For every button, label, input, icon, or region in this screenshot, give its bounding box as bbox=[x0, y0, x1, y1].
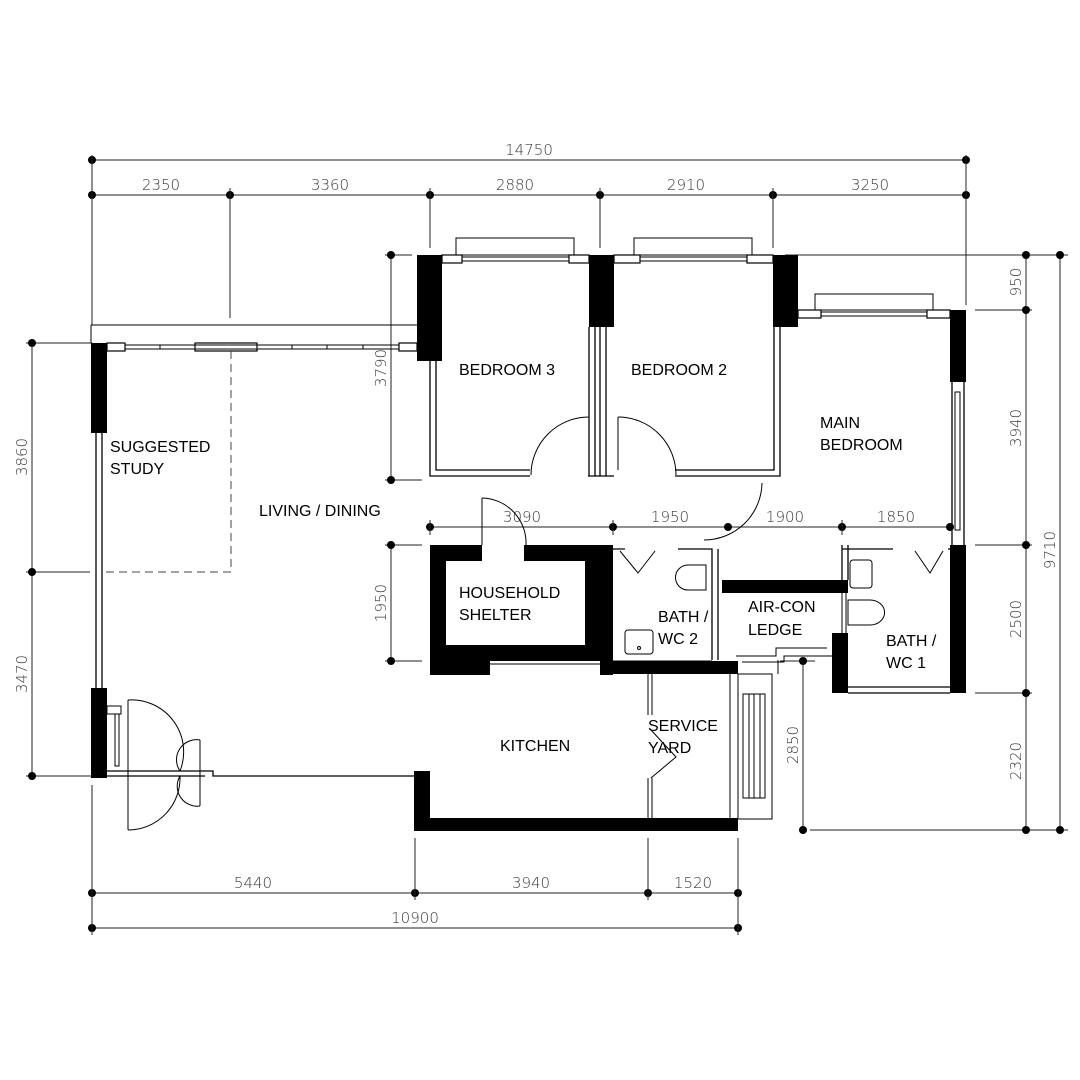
label-bedroom-3: BEDROOM 3 bbox=[459, 362, 555, 379]
label-bath1-1: BATH / bbox=[886, 633, 937, 650]
dim-bottom-1: 5440 bbox=[234, 874, 272, 892]
dim-right-4: 2320 bbox=[1007, 742, 1025, 780]
dim-interior-3: 1900 bbox=[766, 508, 804, 526]
dim-top-4: 2910 bbox=[667, 176, 705, 194]
label-main-bedroom-1: MAIN bbox=[820, 415, 860, 432]
label-bath2-2: WC 2 bbox=[658, 631, 698, 648]
dimension-labels: 14750 2350 3360 2880 2910 3250 950 3940 … bbox=[13, 141, 1059, 927]
walls bbox=[90, 237, 966, 831]
label-aircon-2: LEDGE bbox=[748, 622, 802, 639]
dim-top-1: 2350 bbox=[142, 176, 180, 194]
dim-right-2: 3940 bbox=[1007, 409, 1025, 447]
dim-left-1: 3860 bbox=[13, 438, 31, 476]
dimension-lines bbox=[26, 155, 1068, 935]
dim-bottom-total: 10900 bbox=[391, 909, 439, 927]
label-aircon-1: AIR-CON bbox=[748, 599, 816, 616]
dim-left-2: 3470 bbox=[13, 655, 31, 693]
label-study-2: STUDY bbox=[110, 461, 165, 478]
label-bath2-1: BATH / bbox=[658, 609, 709, 626]
dim-service-height: 2850 bbox=[784, 726, 802, 764]
room-labels: BEDROOM 3 BEDROOM 2 MAIN BEDROOM SUGGEST… bbox=[110, 362, 937, 757]
label-shelter-2: SHELTER bbox=[459, 607, 532, 624]
label-service-1: SERVICE bbox=[648, 718, 718, 735]
dim-bottom-3: 1520 bbox=[674, 874, 712, 892]
dim-top-2: 3360 bbox=[311, 176, 349, 194]
label-bath1-2: WC 1 bbox=[886, 655, 926, 672]
dim-interior-1: 3090 bbox=[503, 508, 541, 526]
label-study-1: SUGGESTED bbox=[110, 439, 210, 456]
dim-right-total: 9710 bbox=[1041, 531, 1059, 569]
label-bedroom-2: BEDROOM 2 bbox=[631, 362, 727, 379]
dim-top-5: 3250 bbox=[851, 176, 889, 194]
dim-bedroom3-height: 3790 bbox=[372, 349, 390, 387]
dim-top-total: 14750 bbox=[505, 141, 553, 159]
dim-shelter-height: 1950 bbox=[372, 584, 390, 622]
dim-interior-2: 1950 bbox=[651, 508, 689, 526]
dim-top-3: 2880 bbox=[496, 176, 534, 194]
label-shelter-1: HOUSEHOLD bbox=[459, 585, 560, 602]
label-service-2: YARD bbox=[648, 740, 691, 757]
dim-bottom-2: 3940 bbox=[512, 874, 550, 892]
label-kitchen: KITCHEN bbox=[500, 738, 570, 755]
label-living-dining: LIVING / DINING bbox=[259, 503, 381, 520]
dim-right-3: 2500 bbox=[1007, 600, 1025, 638]
dim-interior-4: 1850 bbox=[877, 508, 915, 526]
label-main-bedroom-2: BEDROOM bbox=[820, 437, 903, 454]
dim-right-1: 950 bbox=[1007, 268, 1025, 297]
